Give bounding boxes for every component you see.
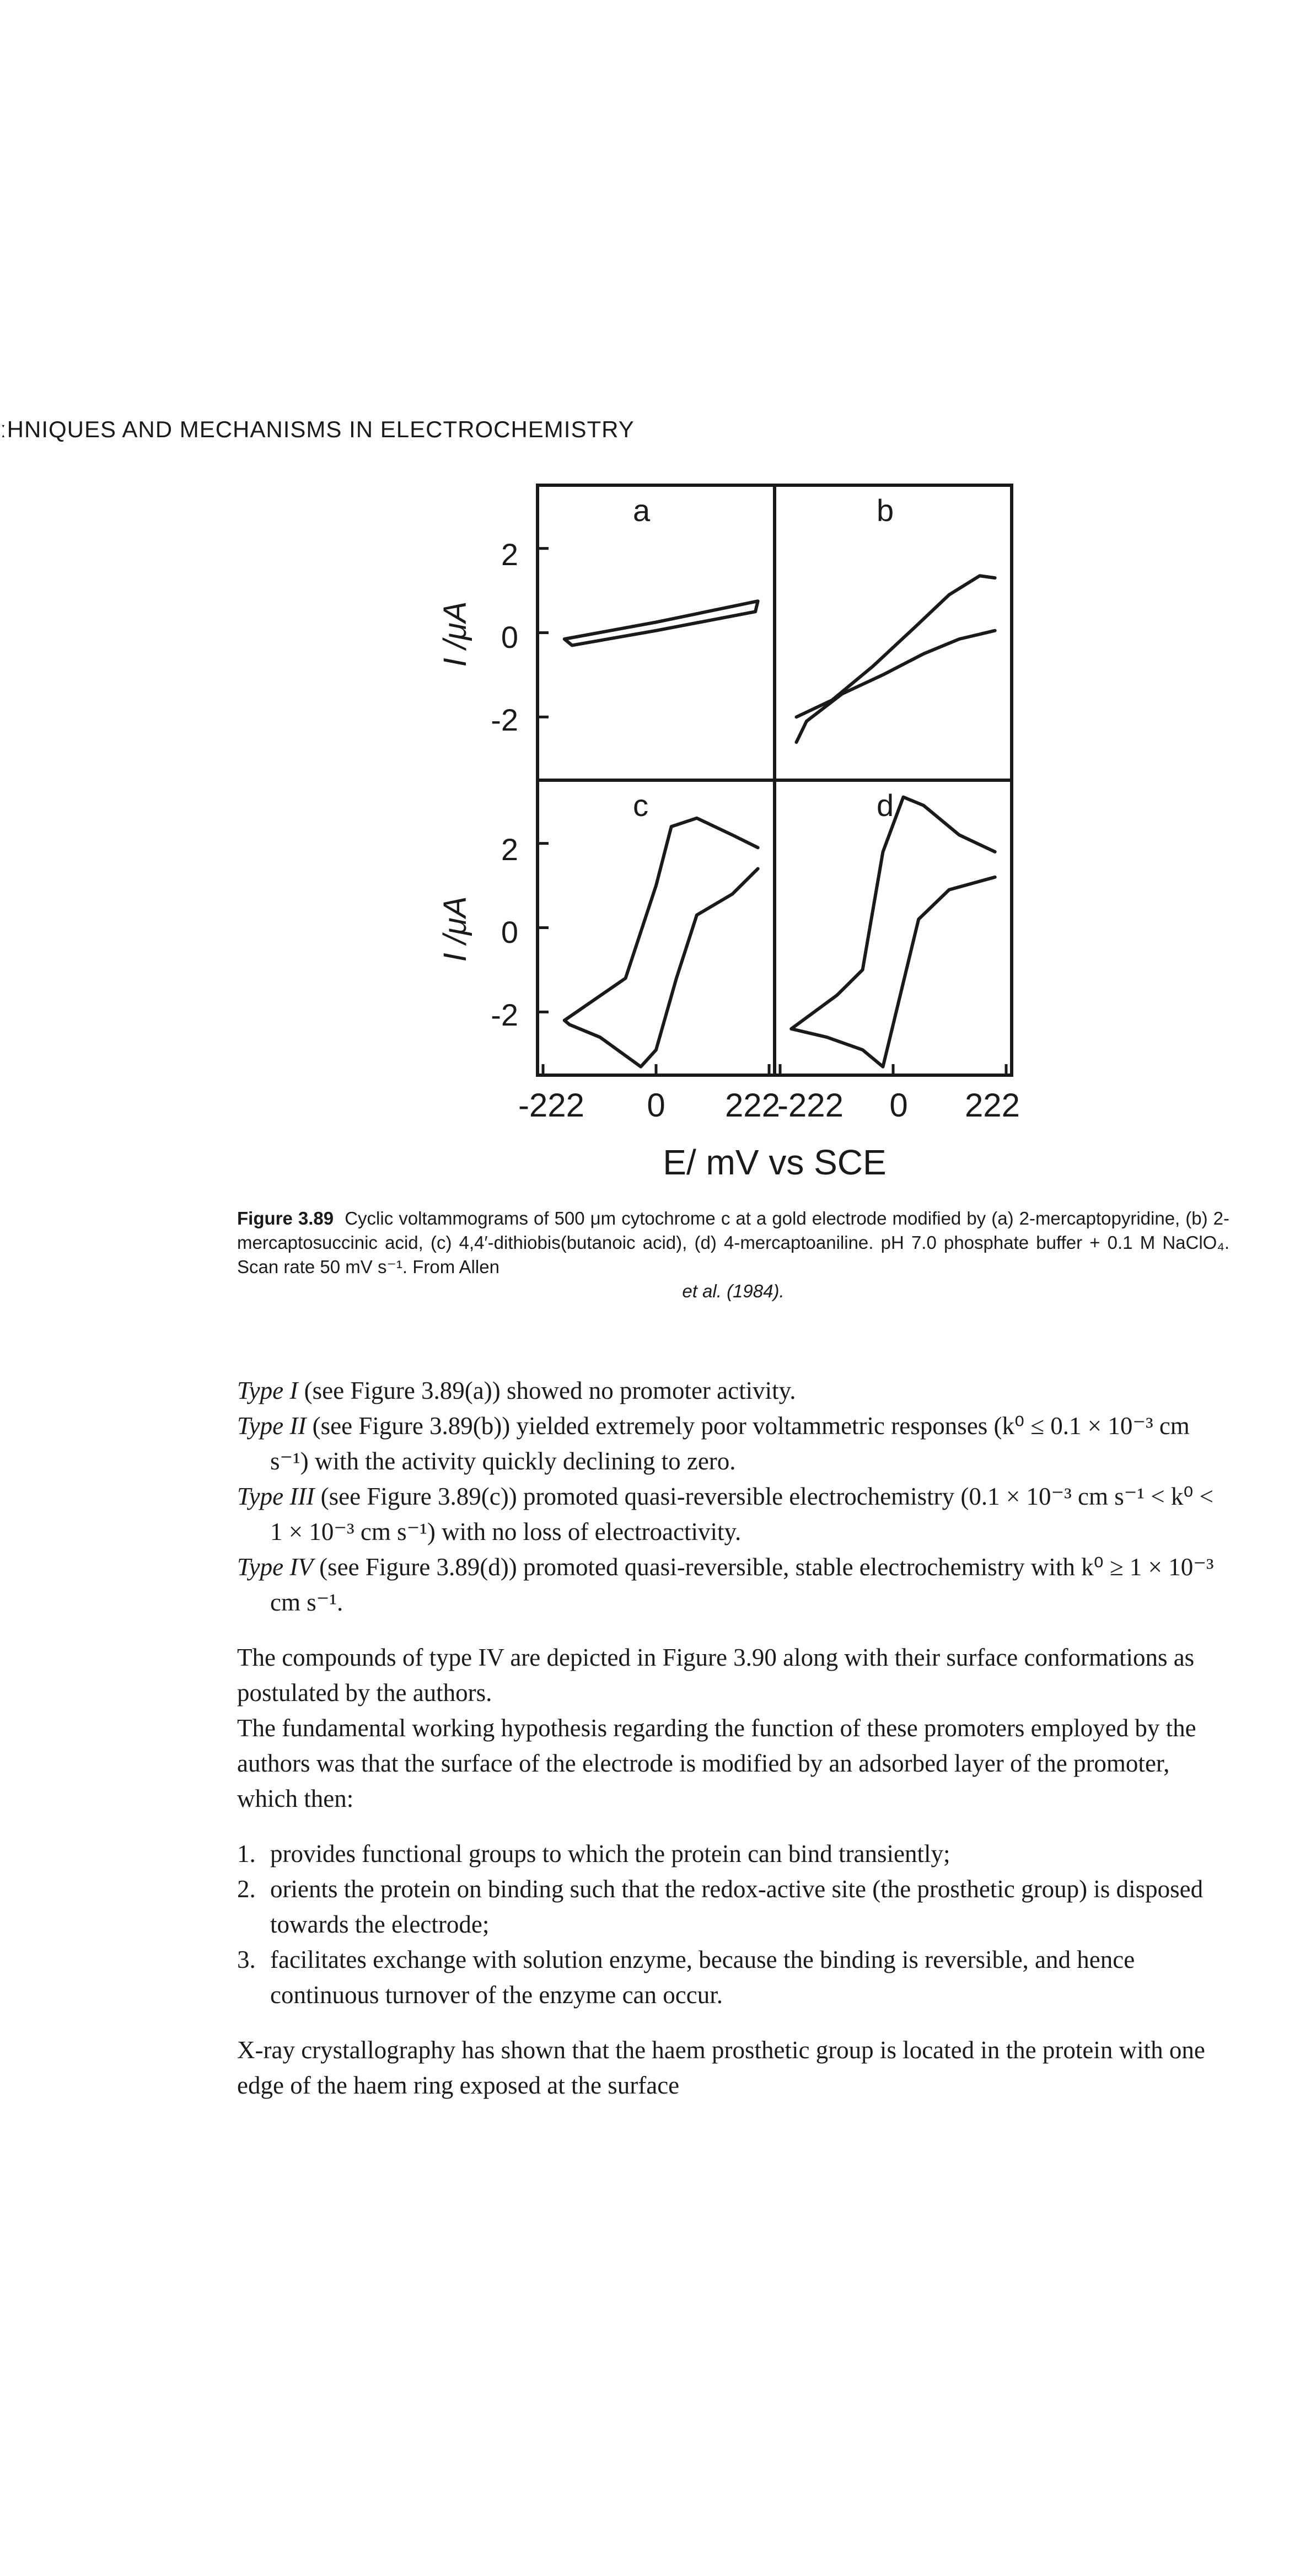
xtick-right-0: 0 — [889, 1087, 907, 1124]
paragraph: The fundamental working hypothesis regar… — [237, 1714, 1196, 1812]
cyclic-voltammogram-figure: a b c d 2 0 -2 2 0 -2 I /μA I /μA -222 0… — [437, 484, 1020, 1182]
list-item: 2.orients the protein on binding such th… — [237, 1875, 1204, 1938]
list-item: 1.provides functional groups to which th… — [237, 1840, 950, 1867]
caption-citation: et al. (1984). — [682, 1281, 785, 1301]
ytick-bottom-2: 2 — [501, 832, 518, 867]
paragraph: X-ray crystallography has shown that the… — [237, 2036, 1205, 2099]
ylabel-top: I /μA — [437, 602, 473, 667]
paragraph: The compounds of type IV are depicted in… — [237, 1644, 1195, 1706]
panel-label-a: a — [633, 493, 651, 528]
running-header: ːHNIQUES AND MECHANISMS IN ELECTROCHEMIS… — [0, 416, 635, 442]
body-text: Type I (see Figure 3.89(a)) showed no pr… — [237, 1373, 1229, 2103]
xtick-left-neg222: -222 — [518, 1087, 584, 1124]
panel-label-d: d — [877, 788, 894, 823]
figure-caption: Figure 3.89 Cyclic voltammograms of 500 … — [237, 1206, 1229, 1303]
type-3-item: Type III (see Figure 3.89(c)) promoted q… — [237, 1483, 1214, 1545]
ytick-top-0: 0 — [501, 620, 518, 654]
xtick-left-222: 222 — [725, 1087, 780, 1124]
list-item: 3.facilitates exchange with solution enz… — [237, 1946, 1135, 2009]
caption-text: Cyclic voltammograms of 500 μm cytochrom… — [237, 1208, 1229, 1277]
type-4-item: Type IV (see Figure 3.89(d)) promoted qu… — [237, 1553, 1214, 1616]
ylabel-bottom: I /μA — [437, 897, 473, 962]
ytick-bottom-neg2: -2 — [491, 997, 518, 1032]
voltammogram-curve-b-0 — [794, 574, 997, 719]
ytick-top-2: 2 — [501, 537, 518, 572]
figure-number: Figure 3.89 — [237, 1208, 334, 1228]
ytick-bottom-0: 0 — [501, 915, 518, 949]
ytick-top-neg2: -2 — [491, 702, 518, 737]
voltammogram-curve-b-1 — [794, 629, 997, 744]
xtick-left-0: 0 — [647, 1087, 665, 1124]
panel-label-b: b — [877, 493, 894, 528]
xtick-right-neg222: -222 — [777, 1087, 844, 1124]
numbered-list: 1.provides functional groups to which th… — [237, 1836, 1229, 2012]
xtick-right-222: 222 — [965, 1087, 1020, 1124]
type-2-item: Type II (see Figure 3.89(b)) yielded ext… — [237, 1412, 1190, 1475]
voltammogram-curve-c-0 — [562, 816, 760, 1022]
panel-label-c: c — [633, 788, 648, 823]
voltammogram-curve-d-0 — [789, 795, 997, 1031]
voltammogram-curve-d-1 — [789, 875, 997, 1069]
xlabel: E/ mV vs SCE — [663, 1142, 886, 1182]
voltammogram-curve-c-1 — [562, 867, 760, 1069]
type-1-item: Type I (see Figure 3.89(a)) showed no pr… — [237, 1377, 796, 1404]
voltammogram-curve-a-0 — [562, 599, 760, 647]
